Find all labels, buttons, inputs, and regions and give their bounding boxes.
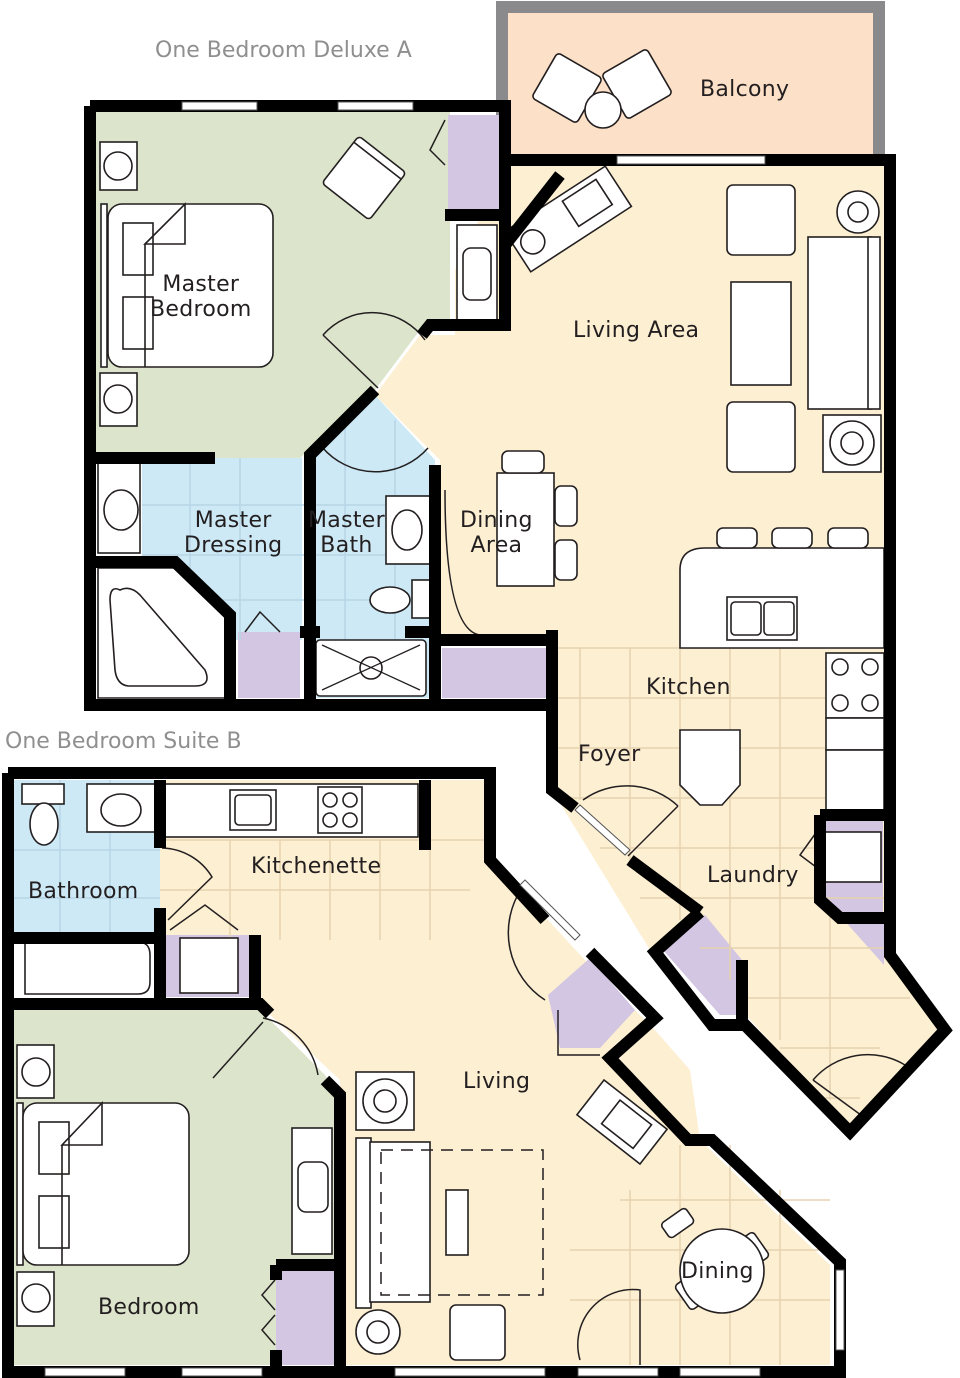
- unit-a-title: One Bedroom Deluxe A: [155, 38, 412, 63]
- windows-b: [44, 1269, 845, 1377]
- door-swings-a: [244, 119, 906, 1119]
- bedroom-label: Bedroom: [98, 1295, 200, 1320]
- closet-a2: [238, 632, 300, 698]
- closet-a4: [663, 915, 742, 1015]
- furniture-b: [16, 783, 770, 1361]
- unit-a: [84, 1, 953, 1141]
- walls-b: [2, 767, 846, 1378]
- unit-b-title: One Bedroom Suite B: [5, 729, 242, 754]
- closet-b2: [276, 1265, 334, 1365]
- bathroom-label: Bathroom: [28, 879, 139, 904]
- balcony-rail: [496, 1, 885, 160]
- rug-outline: [380, 1149, 544, 1296]
- kitchen-label: Kitchen: [646, 675, 731, 700]
- living-floor-b: [160, 780, 830, 1365]
- kitchenette-tiles: [160, 790, 830, 1365]
- furniture-a: [97, 49, 885, 883]
- dining-area-label: Dining Area: [460, 508, 533, 558]
- closet-b3: [548, 958, 635, 1048]
- unit-b: [2, 767, 846, 1378]
- master-dressing-label: Master Dressing: [184, 508, 283, 558]
- door-swings-b: [161, 847, 641, 1365]
- master-bath-floor: [305, 395, 435, 698]
- living-label: Living: [463, 1069, 531, 1094]
- walls-a: [84, 100, 953, 1141]
- closet-a3: [442, 648, 552, 698]
- foyer-label: Foyer: [578, 742, 641, 767]
- kitchenette-label: Kitchenette: [251, 854, 382, 879]
- closet-a5: [842, 918, 884, 965]
- windows-a: [181, 101, 766, 165]
- entry-openings: [519, 804, 631, 941]
- closet-a1: [448, 115, 500, 213]
- laundry-label: Laundry: [707, 863, 799, 888]
- shower-cross: [321, 644, 421, 691]
- master-bath-label: Master Bath: [308, 508, 385, 558]
- living-area-label: Living Area: [573, 318, 700, 343]
- dining-label: Dining: [681, 1259, 754, 1284]
- balcony-label: Balcony: [700, 77, 790, 102]
- master-bedroom-label: Master Bedroom: [150, 272, 252, 322]
- living-area-floor: [375, 160, 940, 1132]
